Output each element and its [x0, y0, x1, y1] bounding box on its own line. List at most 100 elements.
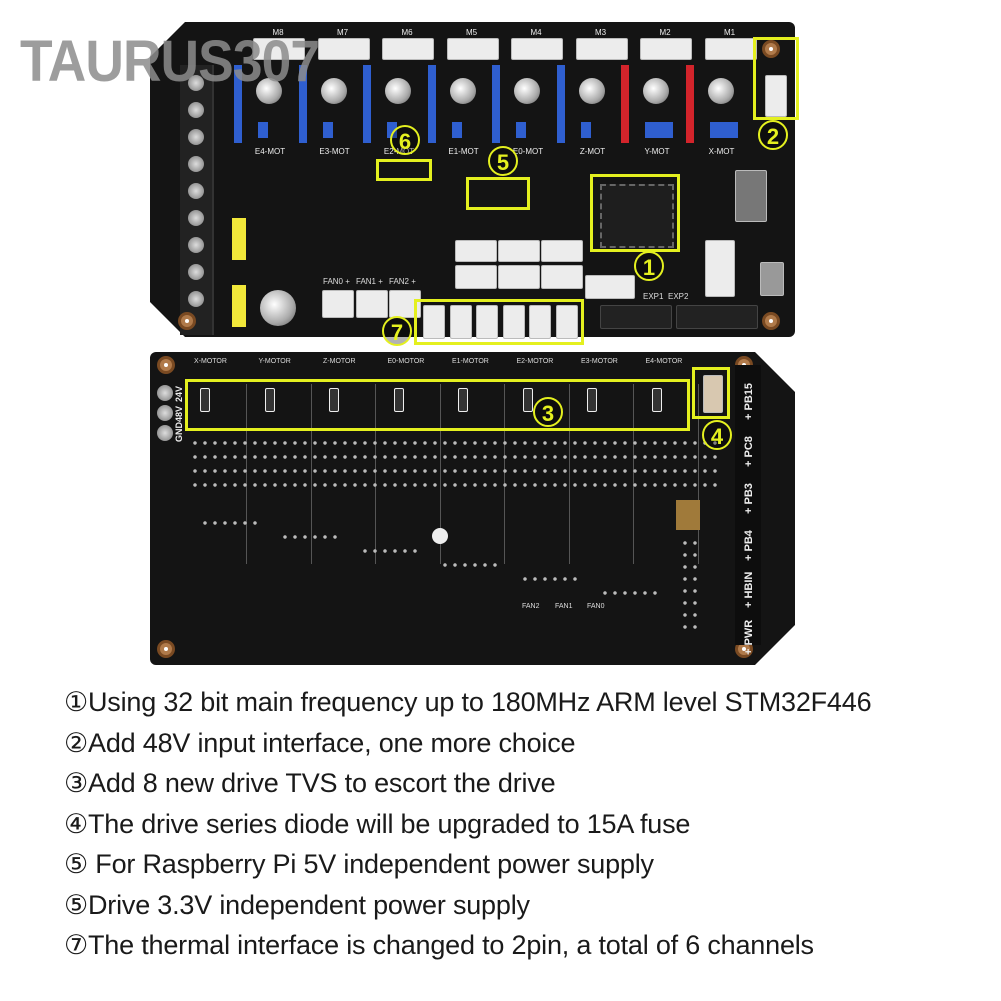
driver-heatsink [320, 78, 347, 104]
pad-row [680, 576, 700, 582]
power-label: 48V [174, 405, 184, 422]
fan-connector [356, 290, 388, 318]
blue-header [298, 65, 307, 143]
tvs-diode [458, 388, 468, 412]
fan0-label: FAN0 + [323, 277, 350, 286]
pad [676, 500, 700, 530]
pad-row [680, 624, 700, 630]
tvs-diode [651, 388, 662, 412]
tvs-diode [393, 388, 404, 412]
driver-heatsink [256, 78, 282, 104]
motor-label: E1-MOTOR [452, 358, 489, 365]
driver-heatsink [578, 78, 605, 104]
fan1-label: FAN1 [555, 603, 573, 610]
callout-5: 5 [488, 146, 518, 176]
motor-connector-label: M8 [272, 28, 284, 37]
feature-item: ⑦The thermal interface is changed to 2pi… [64, 930, 814, 960]
thermistor-connector [476, 305, 498, 339]
jumper [322, 122, 333, 138]
pad-row [280, 534, 340, 540]
motor-connector [511, 38, 563, 60]
feature-item: ③Add 8 new drive TVS to escort the drive [64, 768, 556, 798]
driver-heatsink [514, 78, 540, 104]
callout-3: 3 [533, 397, 563, 427]
pad-row [680, 588, 700, 594]
side-label: + HBIN [743, 571, 755, 608]
callout-6: 6 [390, 125, 420, 155]
terminal-screw-icon [188, 156, 204, 172]
driver-label: E3-MOT [319, 147, 350, 156]
endstop-connector [498, 265, 540, 289]
tvs-diode [264, 388, 275, 412]
red-header [685, 65, 694, 143]
tvs-diode [329, 388, 339, 412]
driver-label: Y-MOT [644, 147, 670, 156]
exp1-header [600, 305, 672, 329]
callout-2: 2 [758, 120, 788, 150]
stm32-mcu-chip [600, 184, 674, 248]
side-label: + PWR [743, 619, 755, 655]
divider [568, 384, 570, 564]
motor-connector [446, 38, 499, 60]
side-label: + PB3 [743, 483, 755, 514]
callout-1: 1 [634, 251, 664, 281]
capacitor [260, 290, 296, 326]
motor-connector [704, 38, 757, 60]
driver-heatsink [707, 78, 734, 104]
driver-label: E0-MOT [512, 147, 544, 156]
divider [504, 384, 505, 564]
blue-header [427, 65, 436, 143]
connector [705, 240, 735, 297]
motor-connector-label: M6 [401, 28, 413, 37]
motor-connector-label: M5 [465, 28, 478, 37]
side-label: + PC8 [743, 436, 755, 467]
pad-row [680, 540, 700, 546]
terminal-screw-icon [188, 291, 204, 307]
motor-label: E3-MOTOR [581, 358, 618, 365]
fan1-label: FAN1 + [356, 277, 383, 286]
motor-label: E2-MOTOR [516, 358, 554, 365]
terminal-screw-icon [188, 237, 204, 253]
fan0-label: FAN0 [587, 603, 605, 610]
pad [432, 528, 448, 544]
motor-label: Z-MOTOR [323, 358, 356, 365]
driver-label: E4-MOT [254, 147, 286, 156]
driver-label: E1-MOT [448, 147, 479, 156]
48v-input-connector [765, 75, 787, 117]
highlight-fuse [692, 367, 730, 419]
motor-label: Y-MOTOR [258, 358, 291, 365]
thermistor-connector [529, 305, 551, 339]
motor-connector [317, 38, 370, 60]
pad-row [440, 562, 500, 568]
feature-item: ④The drive series diode will be upgraded… [64, 808, 691, 839]
thermistor-connector [449, 305, 472, 339]
blue-header [234, 65, 242, 143]
tvs-diode [522, 388, 533, 412]
terminal-screw-icon [188, 75, 204, 91]
endstop-connector [498, 240, 540, 262]
divider [246, 384, 247, 564]
motor-connector [575, 38, 628, 60]
callout-4: 4 [702, 420, 732, 450]
exp2-header [676, 305, 758, 329]
mounting-hole [762, 312, 780, 330]
endstop-connector [541, 265, 583, 289]
terminal-screw-icon [188, 102, 204, 118]
jumper [516, 122, 526, 138]
jumper [451, 122, 462, 138]
divider [697, 384, 699, 564]
divider [439, 384, 441, 564]
side-label: + PB4 [743, 530, 755, 561]
fan-connector [322, 290, 354, 318]
driver-heatsink [449, 78, 476, 104]
mounting-hole [157, 356, 175, 374]
exp2-label: EXP2 [668, 292, 689, 301]
motor-label: E0-MOTOR [387, 358, 425, 365]
pad-row [190, 454, 720, 460]
terminal-screw-icon [157, 385, 173, 401]
watermark: TAURUS307 [20, 29, 320, 94]
motor-connector [253, 38, 305, 60]
motor-connector-label: M4 [530, 28, 542, 37]
mounting-hole [178, 312, 196, 330]
endstop-connector [541, 240, 583, 262]
